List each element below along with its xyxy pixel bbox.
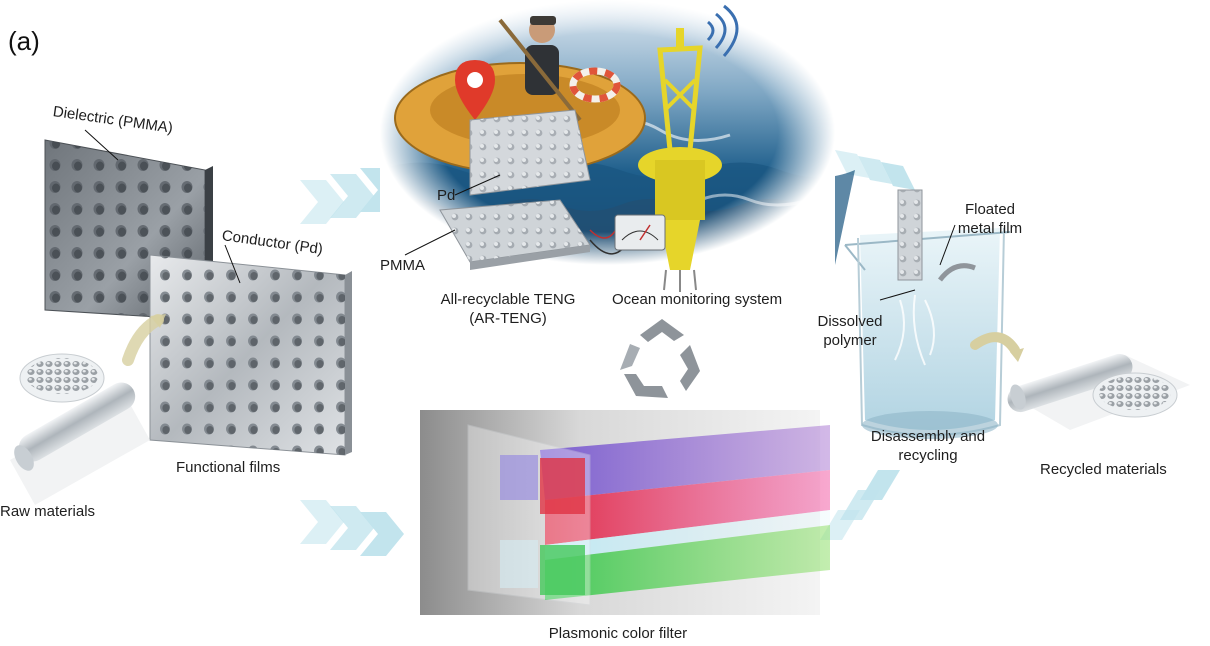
floated-label-line1: Floated	[964, 201, 1016, 218]
plasmonic-filter-label: Plasmonic color filter	[548, 625, 688, 642]
conductor-leader-line	[224, 244, 241, 284]
floated-label-line2: metal film	[957, 220, 1023, 237]
recycled-materials-label: Recycled materials	[1040, 461, 1167, 478]
dielectric-leader-line	[84, 129, 119, 161]
recycled-materials-illustration	[1007, 353, 1190, 430]
pd-label: Pd	[437, 187, 456, 204]
ar-teng-label-line2: (AR-TENG)	[469, 310, 547, 327]
pd-leader-line	[454, 174, 501, 196]
arrow-to-recycling-top	[835, 150, 915, 190]
conductor-pd-film	[149, 254, 352, 456]
raw-materials-label: Raw materials	[0, 503, 96, 520]
ocean-monitoring-label: Ocean monitoring system	[612, 291, 783, 308]
disassembly-label-line1: Disassembly and	[870, 428, 986, 445]
panel-label: (a)	[8, 26, 40, 56]
dissolved-label-line1: Dissolved	[817, 313, 883, 330]
raw-materials-illustration	[10, 314, 166, 505]
arrow-to-recycling-bottom	[820, 470, 900, 540]
pmma-label: PMMA	[380, 257, 425, 274]
disassembly-label-line2: recycling	[898, 447, 958, 464]
functional-films-label: Functional films	[176, 459, 281, 476]
arrow-to-filter	[300, 500, 404, 556]
floated-leader-line	[939, 224, 956, 266]
ar-teng-label-line1: All-recyclable TENG	[440, 291, 576, 308]
pmma-leader-line	[404, 229, 456, 256]
plasmonic-filter-illustration	[420, 410, 830, 615]
ar-teng-device	[439, 199, 666, 270]
dissolved-label-line2: polymer	[823, 332, 877, 349]
dissolved-leader-line	[879, 289, 916, 301]
recycle-icon	[620, 319, 700, 398]
ocean-monitoring-scene	[380, 0, 855, 292]
recycling-beaker	[844, 189, 1024, 439]
